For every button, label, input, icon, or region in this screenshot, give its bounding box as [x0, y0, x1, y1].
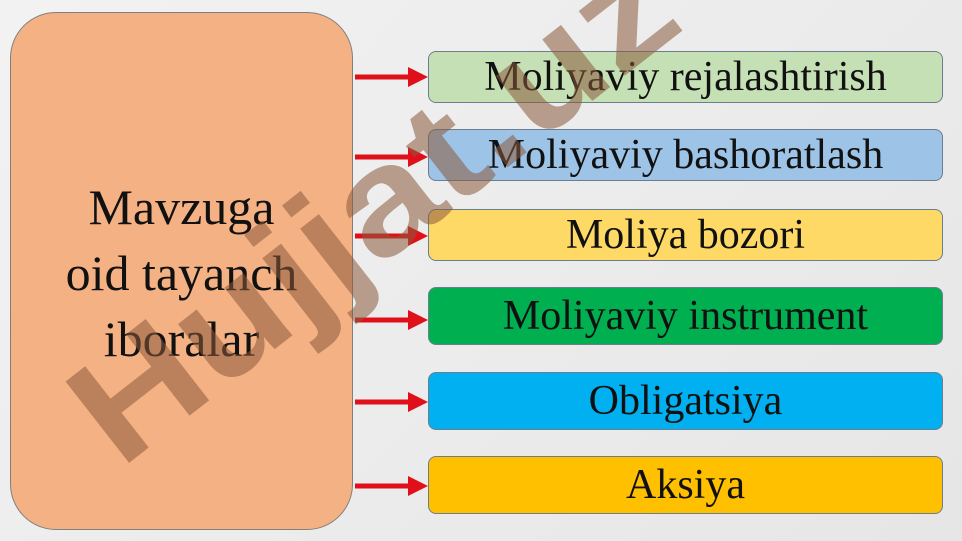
topic-title-line-3: iboralar — [103, 311, 260, 367]
term-box-3: Moliya bozori — [428, 209, 943, 261]
term-label-1: Moliyaviy rejalashtirish — [484, 54, 887, 100]
term-box-5: Obligatsiya — [428, 372, 943, 430]
term-label-5: Obligatsiya — [588, 378, 783, 424]
term-box-6: Aksiya — [428, 456, 943, 514]
term-label-6: Aksiya — [626, 462, 745, 508]
term-box-4: Moliyaviy instrument — [428, 287, 943, 345]
topic-title: Mavzuga oid tayanch iboralar — [66, 170, 298, 372]
term-box-1: Moliyaviy rejalashtirish — [428, 51, 943, 103]
topic-title-line-2: oid tayanch — [65, 245, 298, 301]
term-label-3: Moliya bozori — [565, 212, 806, 258]
term-label-2: Moliyaviy bashoratlash — [487, 132, 884, 178]
term-label-4: Moliyaviy instrument — [502, 293, 869, 339]
topic-box: Mavzuga oid tayanch iboralar — [10, 12, 353, 530]
term-box-2: Moliyaviy bashoratlash — [428, 129, 943, 181]
topic-title-line-1: Mavzuga — [88, 179, 275, 235]
